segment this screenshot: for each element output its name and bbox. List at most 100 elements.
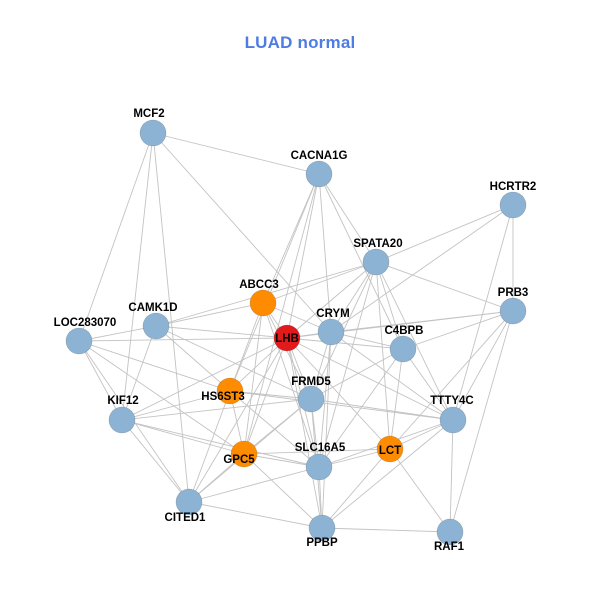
graph-edge [188,390,231,503]
graph-node-ppbp [308,514,336,542]
graph-label-kif12: KIF12 [107,395,138,407]
graph-edge [389,310,514,450]
graph-edge [152,132,332,333]
graph-edge [121,419,320,468]
graph-label-frmd5: FRMD5 [291,376,331,388]
graph-edge [262,261,377,304]
graph-edge [121,419,190,503]
graph-edge [330,331,454,421]
graph-edge [243,453,323,529]
graph-edge [121,132,154,421]
graph-node-lhb [273,324,301,352]
graph-label-ttty4c: TTTY4C [430,395,473,407]
graph-edge [229,173,320,392]
graph-node-mcf2 [139,119,167,147]
graph-node-lct [376,435,404,463]
graph-edge [330,261,377,333]
graph-label-slc16a5: SLC16A5 [295,442,346,454]
graph-label-hcrtr2: HCRTR2 [490,181,537,193]
graph-edge [78,340,245,455]
graph-edge [286,337,391,450]
graph-node-hs6st3 [216,377,244,405]
graph-node-camk1d [142,312,170,340]
graph-label-loc283070: LOC283070 [54,317,117,329]
graph-edge [318,331,332,468]
graph-edge [152,132,320,175]
graph-edge [121,419,245,455]
graph-edge [121,325,157,421]
graph-node-raf1 [436,518,464,546]
graph-edge [375,261,404,350]
graph-edge [229,390,320,468]
graph-edge [78,337,288,342]
graph-edge [318,173,377,263]
graph-edge [402,310,514,350]
graph-label-raf1: RAF1 [434,541,465,553]
graph-node-cacna1g [305,160,333,188]
graph-edge [155,325,231,392]
graph-label-cited1: CITED1 [165,512,207,524]
graph-edge [121,390,231,421]
graph-edge [286,337,454,421]
graph-node-cited1 [175,488,203,516]
graph-edge [262,173,320,304]
graph-edge [78,132,154,342]
graph-edge [243,448,391,455]
graph-node-hcrtr2 [499,191,527,219]
graph-edge [321,419,454,529]
graph-edge [375,204,514,263]
graph-node-c4bpb [389,335,417,363]
graph-edge [78,340,123,421]
graph-label-gpc5: GPC5 [223,454,255,466]
graph-edge [452,310,514,421]
graph-edge [310,348,404,400]
graph-edge [286,173,320,339]
graph-label-camk1d: CAMK1D [128,302,177,314]
graph-edge [121,337,288,421]
graph-label-prb3: PRB3 [498,287,529,299]
graph-edge [188,337,288,503]
graph-edge [389,348,404,450]
graph-edge [375,261,391,450]
graph-label-abcc3: ABCC3 [239,279,279,291]
graph-node-slc16a5 [305,453,333,481]
graph-edge [229,302,264,392]
graph-node-crym [317,318,345,346]
graph-node-frmd5 [297,385,325,413]
graph-edge [286,261,377,339]
graph-edge [321,527,451,533]
chart-title: LUAD normal [244,33,356,52]
graph-edge [375,261,454,421]
graph-node-kif12 [108,406,136,434]
graph-edge [286,337,404,350]
graph-label-crym: CRYM [316,308,349,320]
graph-node-gpc5 [230,440,258,468]
graph-node-loc283070 [65,327,93,355]
graph-label-cacna1g: CACNA1G [291,150,348,162]
graph-label-lct: LCT [379,445,401,457]
graph-edge [229,390,454,421]
graph-edge [155,325,288,339]
graph-edge [188,501,323,529]
graph-node-ttty4c [439,406,467,434]
graph-label-c4bpb: C4BPB [385,325,424,337]
graph-label-hs6st3: HS6ST3 [201,391,244,403]
graph-node-abcc3 [249,289,277,317]
graph-edge [318,261,377,468]
graph-edge [286,337,323,529]
graph-node-spata20 [362,248,390,276]
graph-edge [321,448,391,529]
graph-label-spata20: SPATA20 [353,238,402,250]
graph-label-mcf2: MCF2 [133,108,164,120]
graph-edge [318,173,404,350]
graph-edge [402,348,454,421]
graph-edge [78,325,157,342]
graph-edge [243,302,264,455]
graph-edge [152,132,190,503]
graph-edge [389,448,451,533]
graph-edge [449,310,514,533]
graph-edge [452,204,514,421]
graph-edge [321,331,332,529]
